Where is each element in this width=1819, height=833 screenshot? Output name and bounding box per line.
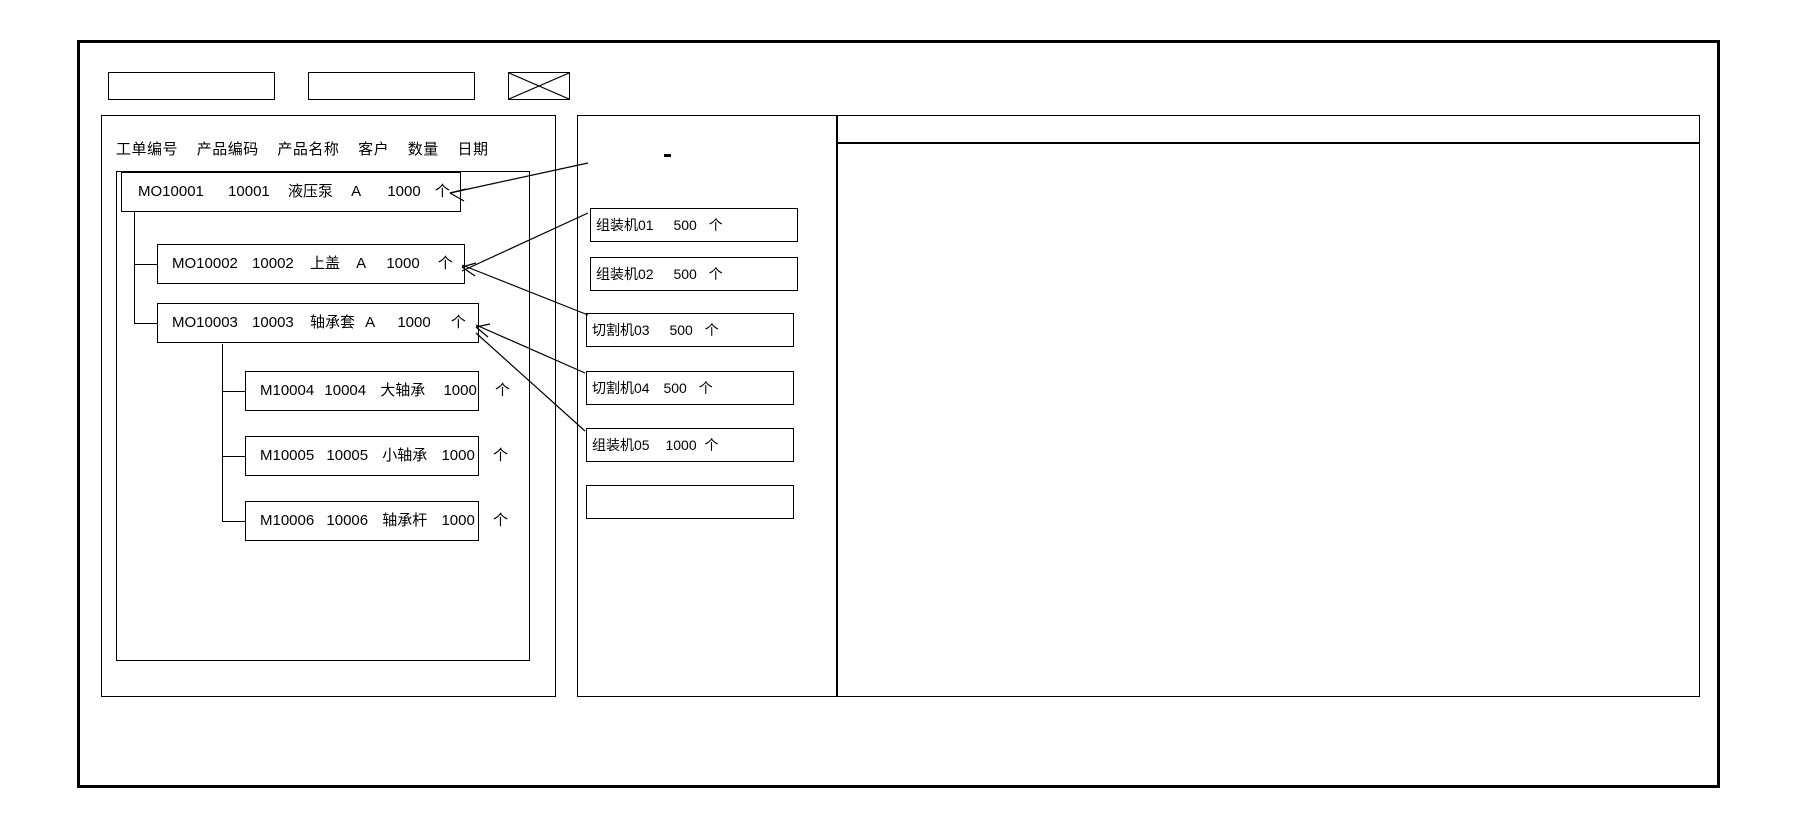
detail-panel-header-divider xyxy=(838,142,1699,144)
row-wo-no: MO10002 xyxy=(172,255,238,272)
machine-quantity: 500 xyxy=(669,322,693,338)
row-wo-no: M10004 xyxy=(260,382,315,399)
row-wo-no: MO10001 xyxy=(138,183,204,200)
row-product-name: 轴承杆 xyxy=(382,512,428,529)
machine-name: 组装机02 xyxy=(596,266,654,282)
column-header-wo-no: 工单编号 xyxy=(116,141,179,158)
row-wo-no: M10005 xyxy=(260,447,315,464)
machine-row[interactable]: 组装机02 500 个 xyxy=(590,257,798,291)
tree-connector xyxy=(222,344,224,482)
tree-connector xyxy=(222,391,245,393)
row-product-code: 10006 xyxy=(326,512,369,529)
crossed-box-icon-glyph xyxy=(509,73,569,99)
row-unit: 个 xyxy=(495,382,511,399)
row-quantity: 1000 xyxy=(386,255,420,272)
machine-name: 切割机03 xyxy=(592,322,650,338)
row-product-name: 轴承套 xyxy=(309,314,355,331)
row-customer: A xyxy=(365,314,376,331)
work-order-column-headers: 工单编号 产品编码 产品名称 客户 数量 日期 xyxy=(116,138,502,159)
tree-connector xyxy=(222,521,245,523)
machine-allocation-panel: 组装机01 500 个 组装机02 500 个 切割机03 500 个 切割机0… xyxy=(577,115,837,697)
machine-quantity: 500 xyxy=(673,217,697,233)
tree-connector xyxy=(134,323,157,325)
row-unit: 个 xyxy=(437,255,453,272)
row-quantity: 1000 xyxy=(441,512,475,529)
crossed-box-icon[interactable] xyxy=(508,72,570,100)
row-wo-no: MO10003 xyxy=(172,314,238,331)
row-unit: 个 xyxy=(434,183,450,200)
toolbar-field-1[interactable] xyxy=(108,72,275,100)
table-row[interactable]: MO10002 10002 上盖 A 1000 个 xyxy=(157,244,465,284)
column-header-product-code: 产品编码 xyxy=(196,141,259,158)
machine-row[interactable]: 切割机04 500 个 xyxy=(586,371,794,405)
machine-unit: 个 xyxy=(704,437,719,453)
row-product-name: 上盖 xyxy=(309,255,340,272)
machine-unit: 个 xyxy=(704,322,719,338)
row-quantity: 1000 xyxy=(441,447,475,464)
machine-row[interactable]: 组装机01 500 个 xyxy=(590,208,798,242)
row-quantity: 1000 xyxy=(443,382,477,399)
row-customer: A xyxy=(356,255,367,272)
row-product-code: 10005 xyxy=(326,447,369,464)
tree-connector xyxy=(222,456,245,458)
row-quantity: 1000 xyxy=(397,314,431,331)
detail-panel xyxy=(837,115,1700,697)
machine-unit: 个 xyxy=(708,217,723,233)
table-row[interactable]: M10006 10006 轴承杆 1000 个 xyxy=(245,501,508,541)
row-product-code: 10002 xyxy=(252,255,294,272)
machine-row-empty[interactable] xyxy=(586,485,794,519)
table-row[interactable]: M10005 10005 小轴承 1000 个 xyxy=(245,436,508,476)
row-unit: 个 xyxy=(493,447,509,464)
machine-name: 组装机05 xyxy=(592,437,650,453)
toolbar xyxy=(108,71,570,101)
application-window: 工单编号 产品编码 产品名称 客户 数量 日期 MO10001 10001 液压… xyxy=(77,40,1720,788)
row-product-name: 液压泵 xyxy=(287,183,333,200)
machine-row[interactable]: 组装机05 1000 个 xyxy=(586,428,794,462)
row-wo-no: M10006 xyxy=(260,512,315,529)
machine-name: 组装机01 xyxy=(596,217,654,233)
table-row[interactable]: M10004 10004 大轴承 1000 个 xyxy=(245,371,510,411)
work-order-tree-list[interactable]: MO10001 10001 液压泵 A 1000 个 MO10002 10002… xyxy=(116,171,530,661)
column-header-quantity: 数量 xyxy=(407,141,439,158)
machine-quantity: 1000 xyxy=(665,437,697,453)
column-header-product-name: 产品名称 xyxy=(277,141,340,158)
machine-unit: 个 xyxy=(708,266,723,282)
machine-row[interactable]: 切割机03 500 个 xyxy=(586,313,794,347)
row-unit: 个 xyxy=(450,314,466,331)
dash-marker-icon xyxy=(664,154,671,157)
table-row[interactable]: MO10003 10003 轴承套 A 1000 个 xyxy=(157,303,479,343)
row-product-name: 小轴承 xyxy=(382,447,428,464)
machine-quantity: 500 xyxy=(673,266,697,282)
row-quantity: 1000 xyxy=(387,183,421,200)
toolbar-field-2[interactable] xyxy=(308,72,475,100)
row-product-code: 10004 xyxy=(324,382,367,399)
tree-connector xyxy=(222,482,224,522)
tree-connector xyxy=(134,264,157,266)
row-product-code: 10001 xyxy=(228,183,270,200)
machine-unit: 个 xyxy=(698,380,713,396)
column-header-customer: 客户 xyxy=(358,141,390,158)
work-order-panel: 工单编号 产品编码 产品名称 客户 数量 日期 MO10001 10001 液压… xyxy=(101,115,556,697)
row-product-name: 大轴承 xyxy=(380,382,426,399)
column-header-date: 日期 xyxy=(457,141,489,158)
machine-name: 切割机04 xyxy=(592,380,650,396)
tree-connector xyxy=(134,212,136,324)
row-unit: 个 xyxy=(493,512,509,529)
detail-panel-body[interactable] xyxy=(838,116,1699,696)
row-customer: A xyxy=(351,183,362,200)
row-product-code: 10003 xyxy=(252,314,294,331)
machine-quantity: 500 xyxy=(663,380,687,396)
table-row[interactable]: MO10001 10001 液压泵 A 1000 个 xyxy=(121,172,461,212)
